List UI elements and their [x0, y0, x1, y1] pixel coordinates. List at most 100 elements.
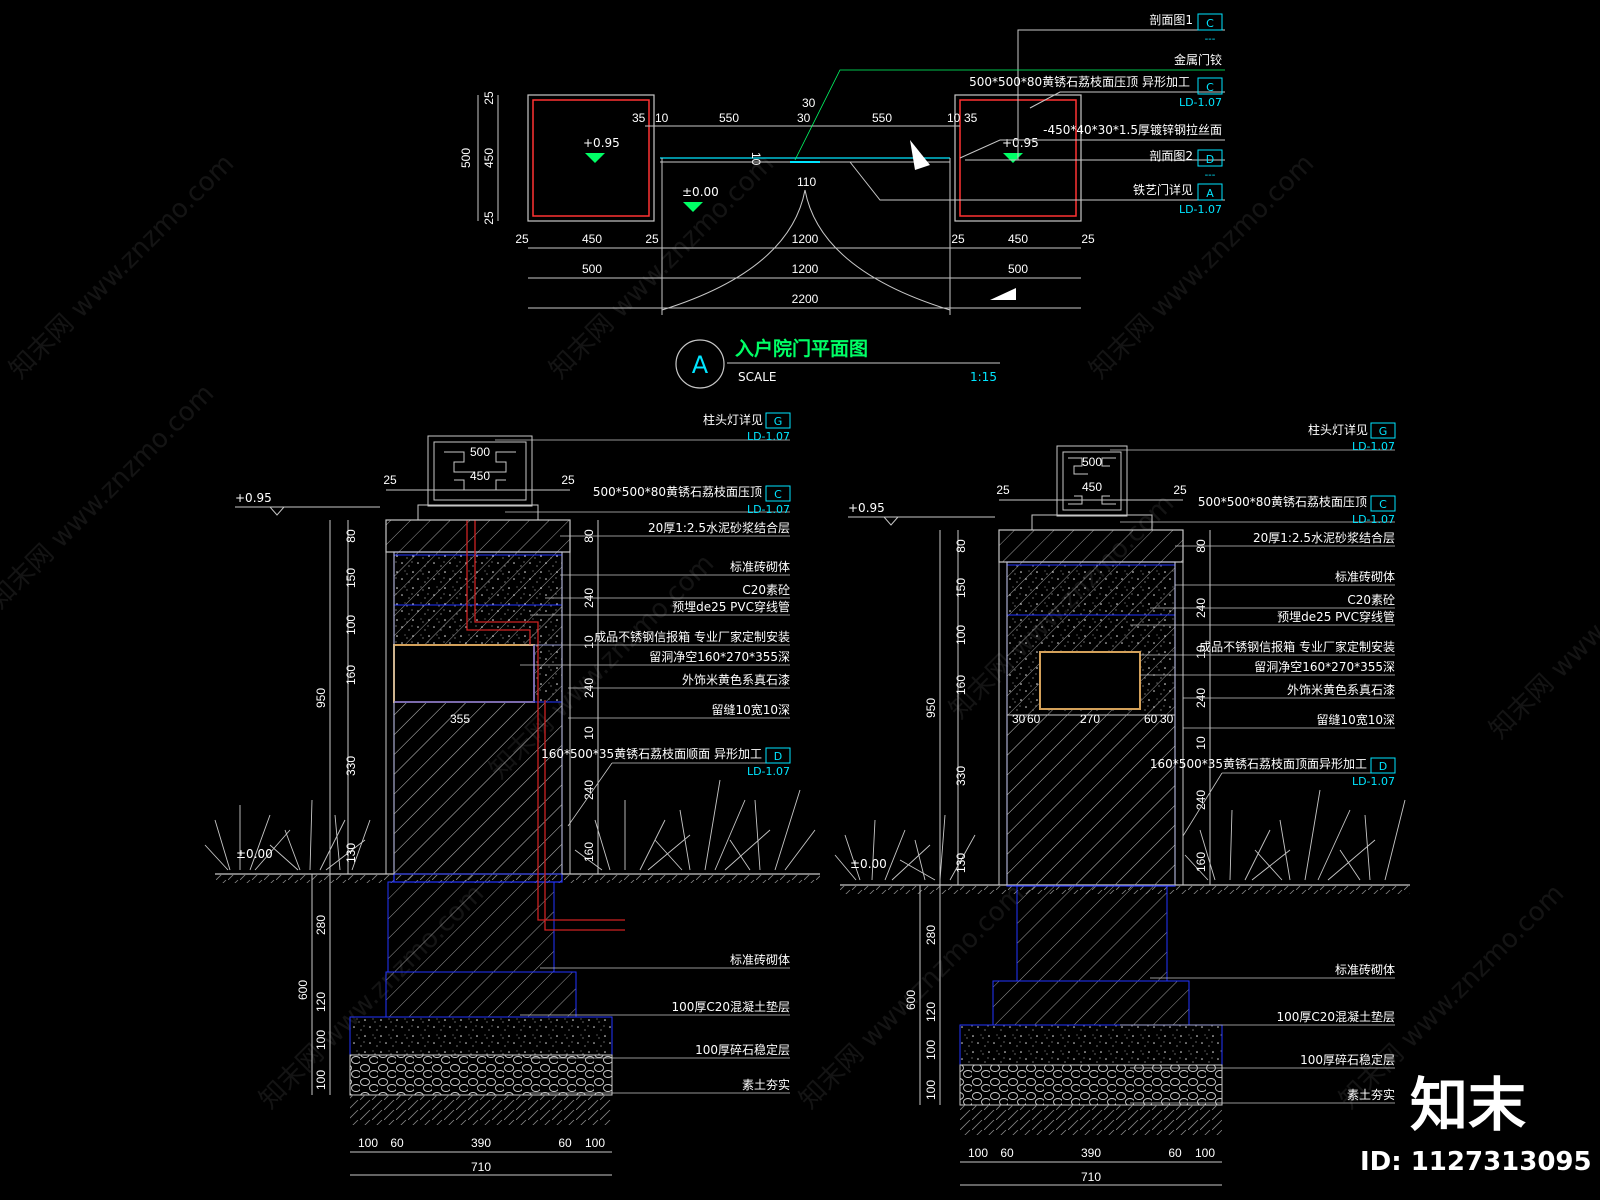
callout-ref: LD-1.07 [1179, 203, 1222, 216]
elev-pier-right: +0.95 [1002, 136, 1039, 150]
plan-view: +0.95 +0.95 ±0.00 35 10 550 30 30 550 10… [459, 13, 1225, 389]
dim-text: 80 [344, 529, 358, 543]
label-text: 柱头灯详见 [1308, 422, 1368, 437]
dim-text: 25 [951, 232, 965, 246]
label-tag: G [774, 415, 783, 428]
dim-text: 390 [471, 1136, 491, 1150]
tag-box [765, 747, 791, 764]
lamp-base [1031, 514, 1153, 531]
dim-text: 60 [1144, 712, 1158, 726]
label-list: 柱头灯详见 G LD-1.07 500*500*80黄锈石荔枝面压顶 C LD-… [541, 412, 791, 1092]
mailbox-surround [533, 644, 563, 703]
dim-text: 100 [968, 1146, 988, 1160]
pvc-conduit [474, 520, 625, 921]
tag-box [1370, 757, 1396, 774]
label-tag: C [1379, 498, 1387, 511]
dim-text: 130 [954, 853, 968, 873]
callout-tag-box [1197, 149, 1223, 167]
leader-line [1017, 29, 1225, 160]
footing-step [385, 971, 577, 1018]
dim-text: 10 [1194, 736, 1208, 750]
dim-text: 60 [1168, 1146, 1182, 1160]
dim-text: 35 [632, 111, 646, 125]
label-ref: LD-1.07 [1352, 775, 1395, 788]
dim-text: 100 [585, 1136, 605, 1150]
section-right: 500 450 25 25 +0.95 ±0.00 30 60 270 60 3… [834, 422, 1410, 1186]
dim-text: 80 [954, 539, 968, 553]
hinge-marker [990, 288, 1016, 300]
tag-box [765, 485, 791, 502]
dim-text: 25 [515, 232, 529, 246]
dim-text: 130 [344, 843, 358, 863]
scale-label: SCALE [738, 370, 776, 384]
concrete-bed [959, 1024, 1223, 1066]
dim-text: 240 [1194, 790, 1208, 810]
door-swing-arc [804, 189, 951, 311]
dim-text: 100 [924, 1040, 938, 1060]
dim-text: 25 [383, 473, 397, 487]
label-text: 100厚碎石稳定层 [695, 1042, 790, 1057]
stone-cladding [561, 551, 571, 875]
dim-text: 110 [797, 175, 816, 189]
label-ref: LD-1.07 [747, 430, 790, 443]
tag-box [765, 412, 791, 429]
watermark-text: 知末网 www.znzmo.com [0, 379, 220, 615]
dim-text: 450 [1082, 480, 1102, 494]
dim-text: 160 [954, 675, 968, 695]
c20-concrete [393, 604, 563, 646]
label-ref: LD-1.07 [1352, 513, 1395, 526]
elev-top: +0.95 [848, 501, 885, 515]
dim-text: 270 [1080, 712, 1100, 726]
hinge-marker [910, 140, 930, 170]
label-text: 留缝10宽10深 [1316, 712, 1395, 727]
label-text: 160*500*35黄锈石荔枝面顶面异形加工 [1150, 756, 1367, 771]
brand-logo: 知末 [1410, 1071, 1526, 1139]
label-tag: C [774, 488, 782, 501]
callout-text: 剖面图1 [1149, 13, 1193, 27]
dim-text: 160 [1194, 852, 1208, 872]
leader-line [794, 69, 1225, 161]
label-tag: D [774, 750, 782, 763]
concrete-bed [349, 1016, 613, 1056]
dim-text: 330 [954, 766, 968, 786]
dim-text: 100 [924, 1080, 938, 1100]
dim-text: 600 [904, 990, 918, 1010]
label-text: 100厚C20混凝土垫层 [1276, 1009, 1395, 1024]
footing-step [992, 980, 1190, 1026]
dim-text: 60 [1027, 712, 1041, 726]
pier-left-outer [527, 94, 655, 222]
dim-text: 100 [358, 1136, 378, 1150]
label-tag: G [1379, 425, 1388, 438]
section-left: 500 450 25 25 +0.95 ±0.00 355 80 150 100… [204, 412, 820, 1176]
dim-text: 1200 [792, 232, 819, 246]
watermark-text: 知末网 www.znzmo.com [4, 149, 240, 385]
scale-value: 1:15 [970, 370, 997, 384]
callout-tag-box [1197, 183, 1223, 201]
coping-stone [998, 529, 1184, 563]
dim-text: 10 [582, 726, 596, 740]
label-text: C20素砼 [742, 583, 790, 597]
label-text: 外饰米黄色系真石漆 [1287, 683, 1395, 697]
dim-text: 450 [482, 148, 496, 168]
brick-masonry-lower [393, 701, 563, 875]
label-ref: LD-1.07 [747, 503, 790, 516]
dim-text: 500 [459, 148, 473, 168]
label-leaders [495, 439, 790, 1094]
label-text: 素土夯实 [1347, 1087, 1395, 1102]
dim-text: 330 [344, 756, 358, 776]
lamp-fretwork [444, 451, 516, 491]
label-text: 预埋de25 PVC穿线管 [672, 599, 790, 614]
dim-text: 100 [954, 625, 968, 645]
elev-ground: ±0.00 [850, 857, 887, 871]
dim-text: 2200 [792, 292, 819, 306]
leader-line [849, 161, 1225, 201]
label-text: 100厚碎石稳定层 [1300, 1052, 1395, 1067]
dim-text: 30 [1012, 712, 1026, 726]
label-text: 100厚C20混凝土垫层 [671, 999, 790, 1014]
c20-concrete-top [1006, 564, 1176, 616]
tag-box [1370, 495, 1396, 512]
callout-tag: C [1206, 17, 1214, 30]
pvc-conduit [544, 700, 625, 931]
callout-text: 铁艺门详见 [1133, 182, 1193, 197]
dim-text: 60 [558, 1136, 572, 1150]
